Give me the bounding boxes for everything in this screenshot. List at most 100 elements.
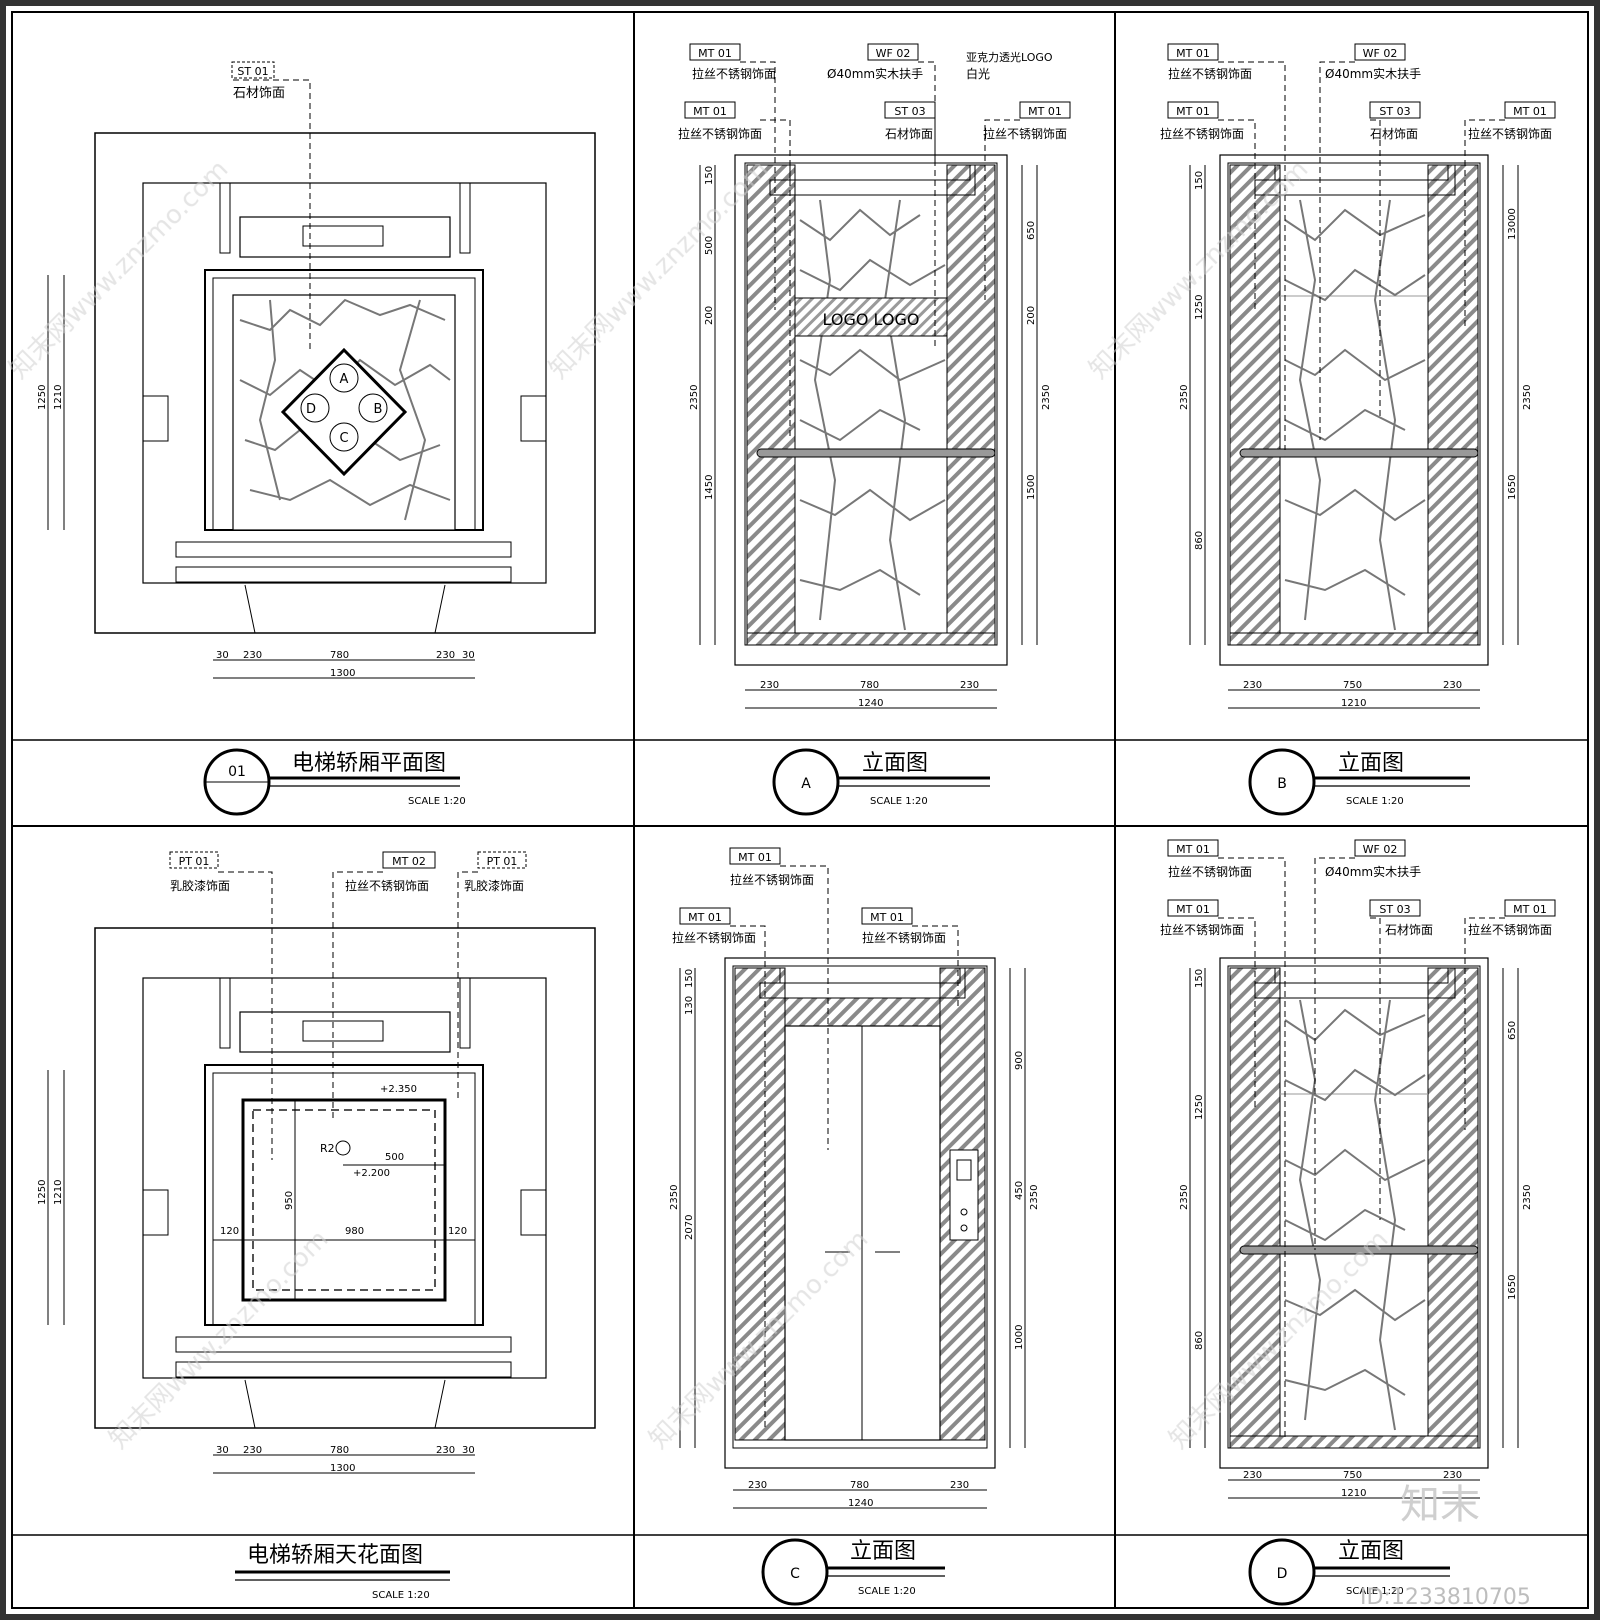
tag-desc: 拉丝不锈钢饰面 (1168, 864, 1252, 879)
tag-code: MT 01 (1176, 47, 1210, 60)
downlight-icon (335, 1140, 351, 1156)
hatched-panel (946, 164, 996, 634)
marker-c: C (339, 431, 348, 446)
dim: 980 (345, 1226, 364, 1237)
panel-title: 立面图 (862, 751, 928, 776)
tag-code: PT 01 (179, 855, 210, 868)
dim: 2350 (1522, 1185, 1533, 1210)
dim: 1300 (330, 1463, 355, 1474)
panel-scale: SCALE 1:20 (1346, 796, 1404, 807)
dim: 750 (1343, 680, 1362, 691)
tag-desc: 拉丝不锈钢饰面 (345, 878, 429, 893)
dim: 230 (1243, 680, 1262, 691)
tag-desc: 拉丝不锈钢饰面 (1468, 126, 1552, 141)
hatched-panel (734, 967, 786, 1441)
elevation-c-panel: MT 01 拉丝不锈钢饰面 MT 01 拉丝不锈钢饰面 MT 01 拉丝不锈钢饰… (669, 847, 1040, 1606)
brand-watermark: 知末 (1400, 1482, 1480, 1528)
level-mark: +2.200 (353, 1168, 390, 1179)
tag-code: ST 03 (894, 105, 925, 118)
tag-desc: Ø40mm实木扶手 (1325, 864, 1421, 879)
dim: 30 (462, 1445, 475, 1456)
panel-title: 立面图 (1338, 751, 1404, 776)
tag-desc: 拉丝不锈钢饰面 (983, 126, 1067, 141)
stone-wall (1279, 997, 1429, 1437)
dim: 150 (704, 166, 715, 185)
id-watermark: ID:1233810705 (1360, 1585, 1531, 1610)
dim: 2350 (1029, 1185, 1040, 1210)
counterweight (239, 216, 451, 258)
tag-code: MT 01 (1513, 903, 1547, 916)
dim: 150 (1194, 171, 1205, 190)
tag-code: MT 01 (698, 47, 732, 60)
dim: 1250 (1194, 1095, 1205, 1120)
dim: 1650 (1507, 475, 1518, 500)
tag-code: WF 02 (1363, 843, 1398, 856)
dim: 2350 (689, 385, 700, 410)
dim: 780 (860, 680, 879, 691)
view-key-diamond (280, 347, 408, 477)
dim: 2350 (1179, 385, 1190, 410)
tag-desc: 石材饰面 (885, 127, 933, 141)
dim: 860 (1194, 531, 1205, 550)
dim: 1250 (37, 385, 48, 410)
handrail (1239, 448, 1479, 458)
dim: 1210 (53, 1180, 64, 1205)
marker-d: D (306, 402, 316, 417)
dim: 200 (704, 306, 715, 325)
panel-scale: SCALE 1:20 (870, 796, 928, 807)
dim: 1210 (1341, 698, 1366, 709)
tag-desc: 拉丝不锈钢饰面 (692, 66, 776, 81)
panel-title: 电梯轿厢天花面图 (247, 1543, 423, 1568)
tag-code: MT 01 (1176, 843, 1210, 856)
call-panel (949, 1149, 979, 1241)
tag-code: 亚克力透光LOGO (966, 50, 1053, 64)
tag-code: PT 01 (487, 855, 518, 868)
dim: 13000 (1507, 208, 1518, 240)
panel-title: 电梯轿厢平面图 (292, 751, 446, 776)
dim: 2070 (684, 1215, 695, 1240)
logo-text: LOGO LOGO (823, 310, 920, 329)
counterweight-slot (302, 225, 384, 247)
stone-wall (1279, 194, 1429, 634)
tag-desc: 石材饰面 (1370, 127, 1418, 141)
dim: 200 (1026, 306, 1037, 325)
tag-code: MT 01 (1176, 903, 1210, 916)
panel-symbol: A (801, 776, 811, 792)
dim: 230 (1443, 680, 1462, 691)
handrail (1239, 1245, 1479, 1255)
ceiling-light-panel (241, 1098, 447, 1302)
dim: 500 (704, 236, 715, 255)
dim: 1500 (1026, 475, 1037, 500)
tag-desc: 拉丝不锈钢饰面 (672, 930, 756, 945)
tag-code: WF 02 (876, 47, 911, 60)
panel-scale: SCALE 1:20 (1346, 1586, 1404, 1597)
dim: 230 (243, 650, 262, 661)
tag-desc: 拉丝不锈钢饰面 (1160, 922, 1244, 937)
dim: 500 (385, 1152, 404, 1163)
dim: 860 (1194, 1331, 1205, 1350)
dim: 2350 (1522, 385, 1533, 410)
handrail (756, 448, 996, 458)
tag-desc: 拉丝不锈钢饰面 (1468, 922, 1552, 937)
dim: 130 (684, 996, 695, 1015)
panel-scale: SCALE 1:20 (372, 1590, 430, 1601)
panel-symbol: 01 (228, 764, 246, 780)
marker-a: A (340, 372, 349, 387)
dim: 230 (243, 1445, 262, 1456)
dim: 1210 (1341, 1488, 1366, 1499)
plan-panel: A B C D ST 01 石材饰面 30 230 780 230 30 130… (37, 61, 596, 816)
dim: 650 (1026, 221, 1037, 240)
dim: 30 (216, 650, 229, 661)
elevation-b-panel: MT 01 拉丝不锈钢饰面 WF 02 Ø40mm实木扶手 MT 01 拉丝不锈… (1160, 43, 1556, 816)
shaft-outline (94, 132, 596, 634)
dim: 230 (1243, 1470, 1262, 1481)
tag-desc: 拉丝不锈钢饰面 (678, 126, 762, 141)
level-mark: +2.350 (380, 1084, 417, 1095)
dim: 150 (684, 969, 695, 988)
dim: 120 (448, 1226, 467, 1237)
tag-code: MT 01 (1176, 105, 1210, 118)
dim: 1450 (704, 475, 715, 500)
dim: 2350 (1179, 1185, 1190, 1210)
dim: 1240 (848, 1498, 873, 1509)
